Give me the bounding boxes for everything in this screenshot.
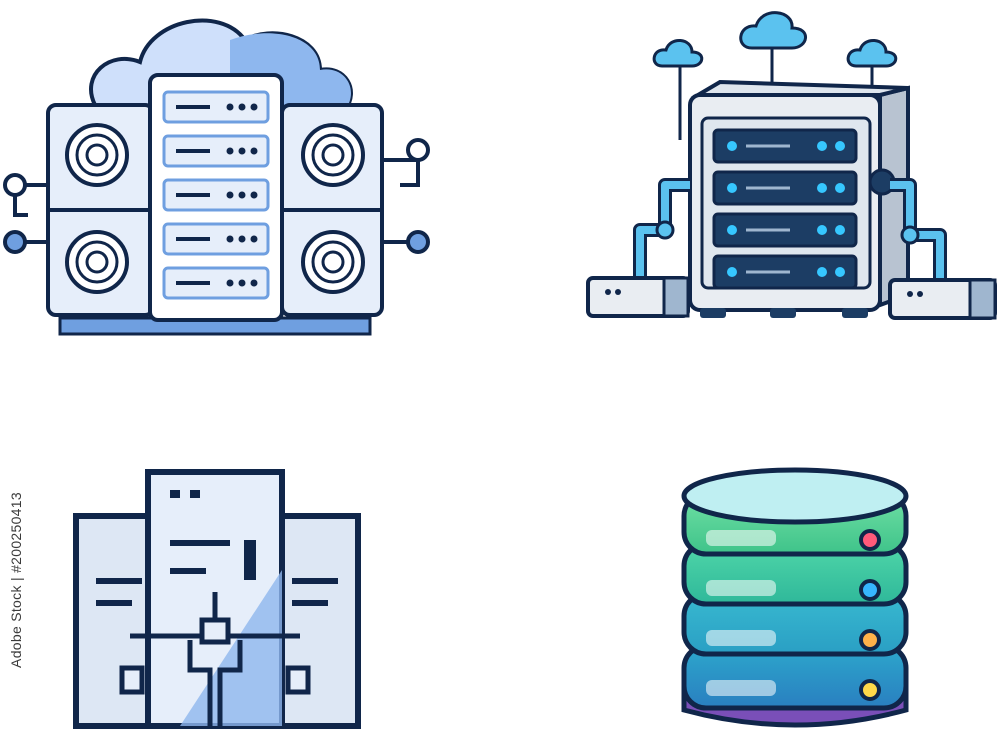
cloud-server-rack-icon — [0, 0, 440, 340]
database-stack-icon — [670, 460, 920, 731]
data-center-building-icon — [60, 460, 370, 731]
mainframe-cloud-network-icon — [580, 0, 1000, 340]
stock-id-text: Adobe Stock | #200250413 — [8, 492, 24, 668]
stock-id-label: Adobe Stock | #200250413 — [4, 480, 28, 680]
